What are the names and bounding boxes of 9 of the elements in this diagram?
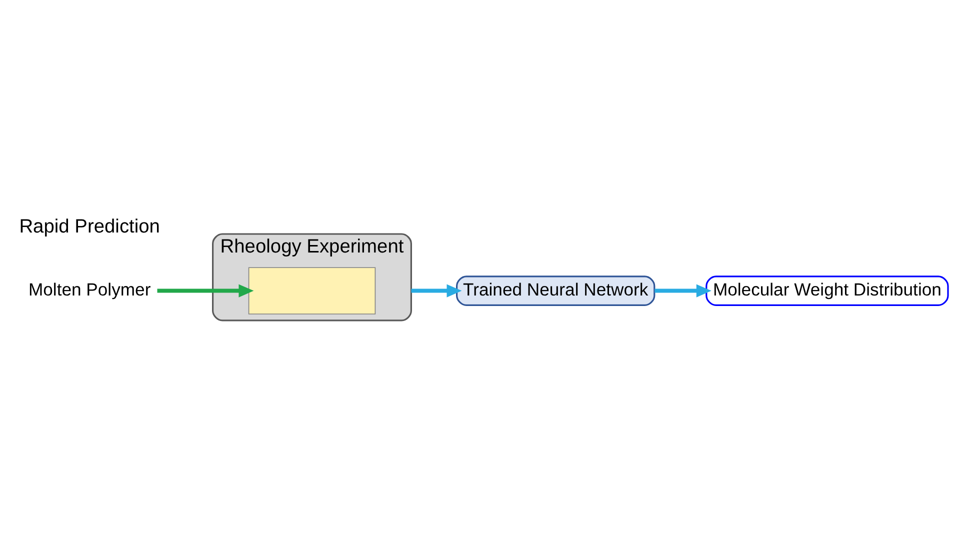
arrow: [157, 284, 254, 298]
node-text: Molten Polymer: [28, 279, 151, 300]
cluster: Rheology Experiment: [212, 233, 412, 322]
label: Rapid Prediction: [19, 216, 160, 238]
node-box: Trained Neural Network: [456, 276, 656, 306]
arrow: [654, 284, 712, 298]
node-box: [248, 267, 376, 314]
arrow: [411, 284, 462, 298]
node-box: Molecular Weight Distribution: [706, 276, 949, 306]
